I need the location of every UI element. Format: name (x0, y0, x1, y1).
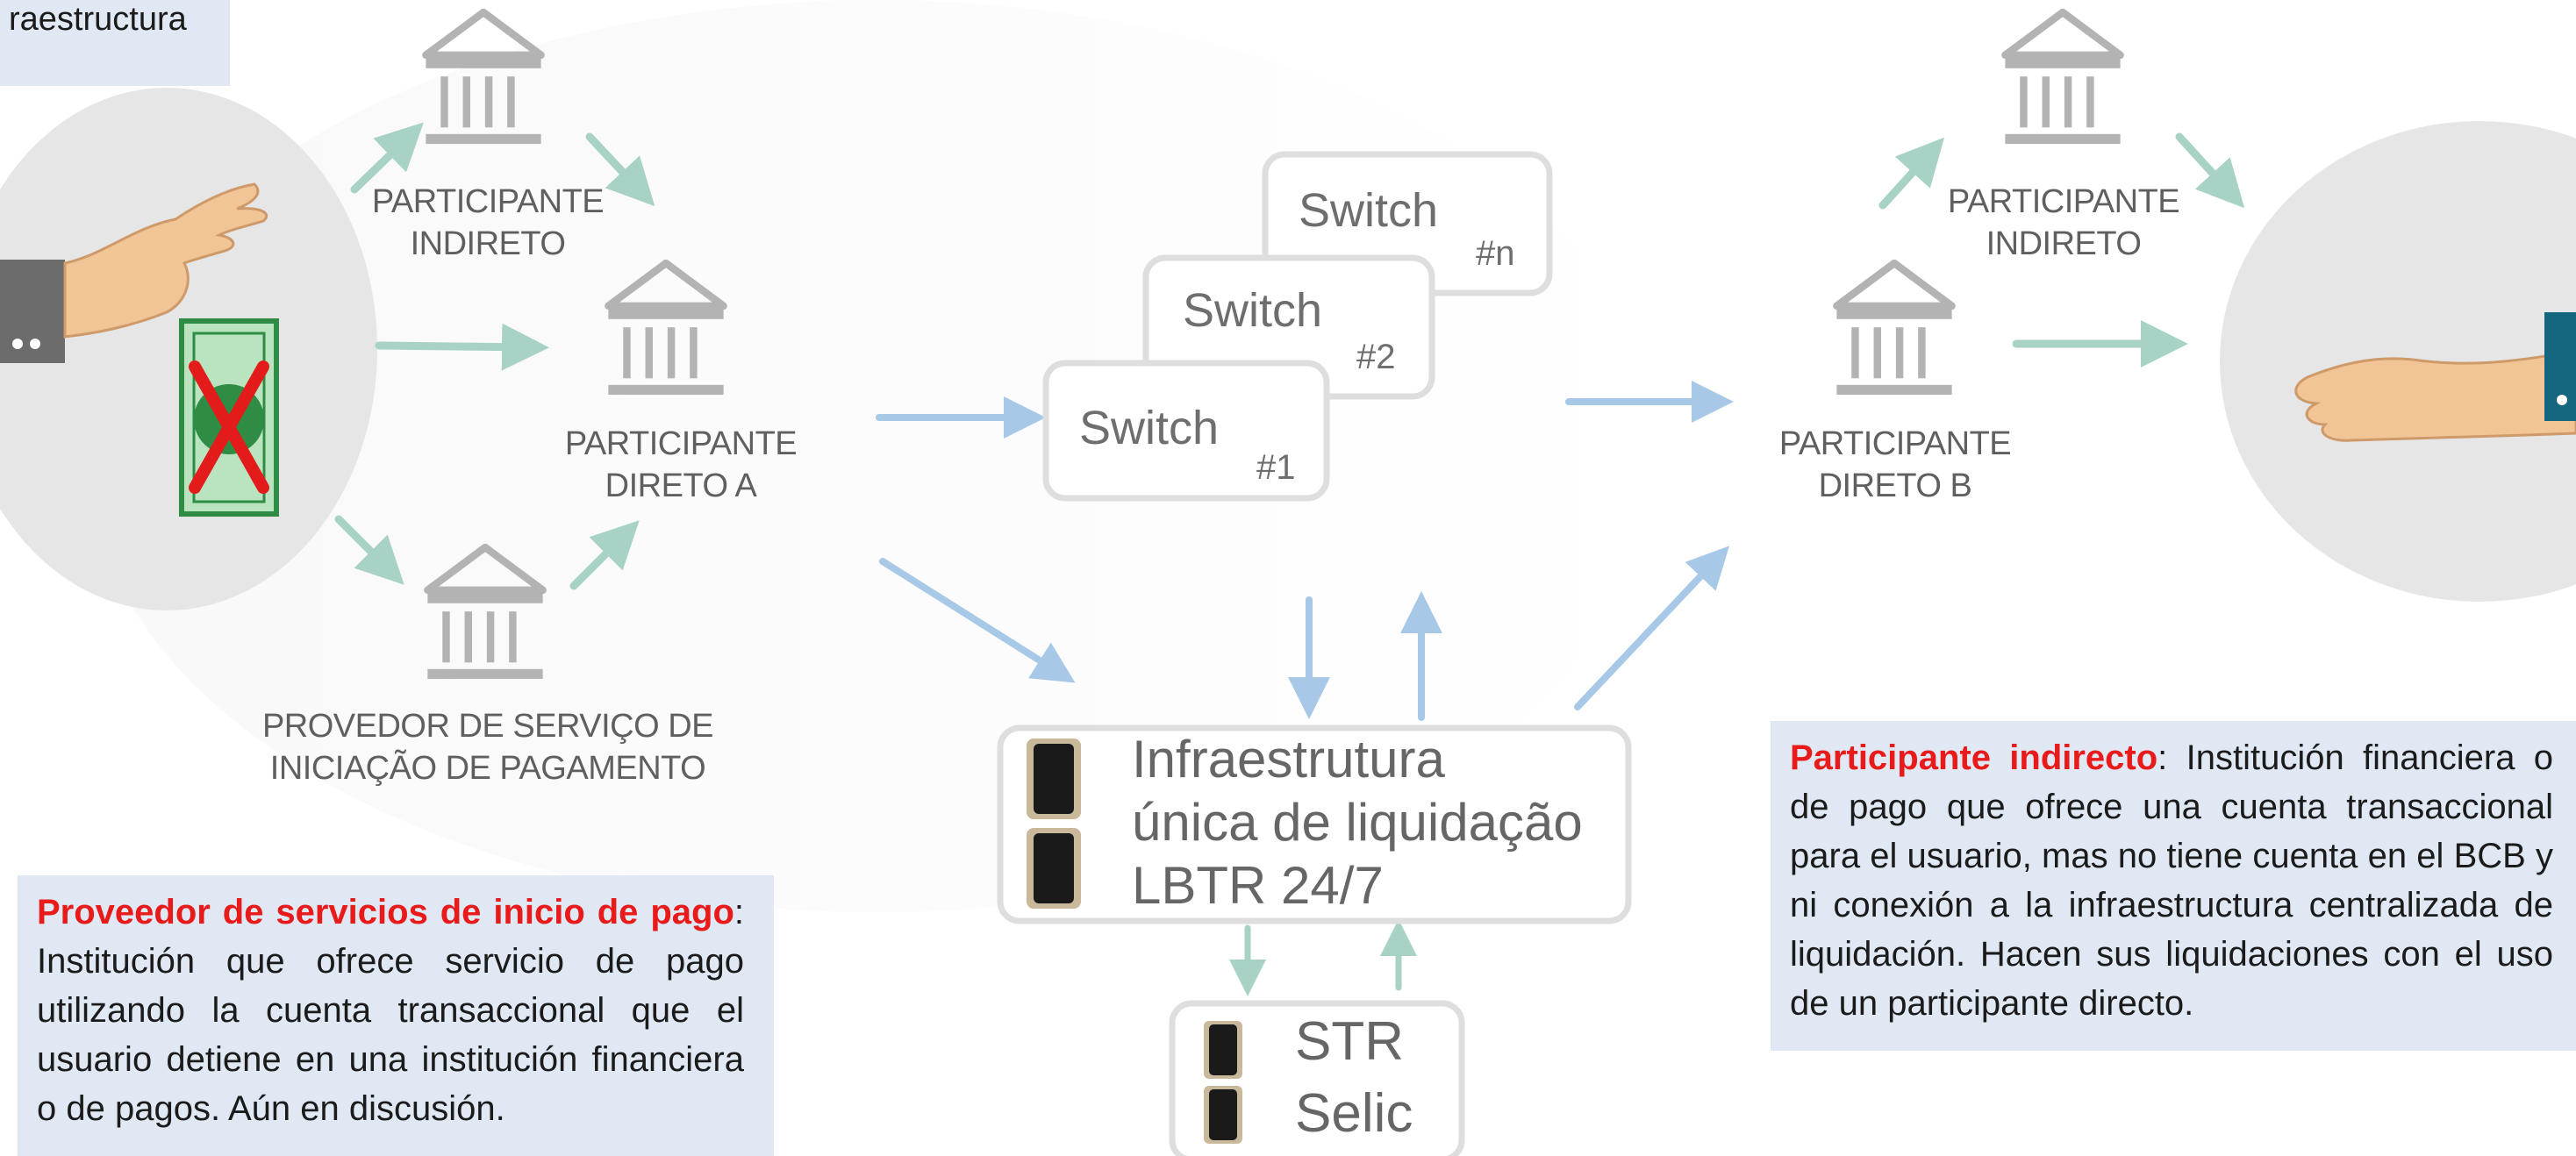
node-participante-direto-a: PARTICIPANTE DIRETO A (523, 423, 839, 507)
node-line: INDIRETO (410, 225, 566, 262)
server-icon (1027, 739, 1081, 909)
node-line: PARTICIPANTE (564, 425, 798, 462)
switch-2-tag: #2 (1356, 338, 1396, 376)
note-indirecto-title: Participante indirecto (1790, 739, 2158, 777)
infra-line2: única de liquidação (1132, 793, 1583, 852)
note-indirecto-body: Institución financiera o de pago que ofr… (1790, 739, 2553, 1023)
note-provedor-body: Institución que ofrece servicio de pago … (37, 942, 744, 1128)
switch-n-label: Switch (1299, 184, 1438, 237)
node-line: PARTICIPANTE (371, 183, 605, 220)
node-provedor: PROVEDOR DE SERVIÇO DE INICIAÇÃO DE PAGA… (242, 705, 733, 789)
hand-icon (63, 182, 268, 339)
switch-1: Switch #1 (1042, 360, 1330, 502)
cross-icon (189, 360, 269, 494)
str-line1: STR (1295, 1011, 1404, 1072)
arrow-infra-to-direto-b (1574, 546, 1729, 710)
arrow-payer-to-indireto (350, 122, 424, 194)
infra-line1: Infraestrutura (1132, 730, 1445, 789)
switch-2-label: Switch (1183, 284, 1322, 337)
infra-line3: LBTR 24/7 (1132, 856, 1384, 915)
note-indirecto-colon: : (2157, 739, 2168, 777)
node-participante-direto-b: PARTICIPANTE DIRETO B (1737, 423, 2053, 507)
arrow-indireto-to-payee (2175, 132, 2245, 209)
node-line: INICIAÇÃO DE PAGAMENTO (269, 750, 706, 787)
arrow-direto-a-to-infra (879, 558, 1076, 683)
note-provedor-title: Proveedor de servicios de inicio de pago (37, 893, 734, 931)
note-participante-indirecto: Participante indirecto: Institución fina… (1771, 721, 2576, 1051)
arrow-direto-b-to-indireto (1878, 137, 1945, 210)
payee-oval (2220, 121, 2576, 602)
node-line: INDIRETO (1986, 225, 2142, 262)
payer-oval (0, 88, 377, 610)
note-provedor: Proveedor de servicios de inicio de pago… (18, 875, 774, 1156)
node-line: PARTICIPANTE (1947, 183, 2180, 220)
arrow-payer-to-provedor (334, 515, 404, 585)
infra-box: Infraestrutura única de liquidação LBTR … (997, 724, 1632, 924)
arrow-payer-to-direto-a (375, 323, 549, 371)
node-line: DIRETO B (1818, 467, 1972, 504)
switch-stack: Switch #n Switch #2 Switch #1 (1042, 151, 1553, 502)
str-line2: Selic (1295, 1083, 1413, 1144)
arrow-provedor-to-direto-a (569, 520, 640, 590)
corner-note: raestructura (0, 0, 230, 86)
node-line: PROVEDOR DE SERVIÇO DE (261, 708, 714, 745)
switch-1-label: Switch (1079, 402, 1219, 454)
node-participante-indireto-left: PARTICIPANTE INDIRETO (330, 181, 646, 265)
note-provedor-colon: : (733, 893, 744, 931)
corner-note-text: raestructura (9, 1, 187, 38)
str-box: STR Selic (1169, 1000, 1465, 1156)
str-server-icon (1204, 1021, 1242, 1144)
node-line: DIRETO A (605, 467, 757, 504)
switch-n-tag: #n (1476, 234, 1515, 273)
switch-1-tag: #1 (1256, 448, 1296, 487)
open-hand-icon (2294, 349, 2576, 442)
node-participante-indireto-right: PARTICIPANTE INDIRETO (1906, 181, 2222, 265)
arrow-indireto-to-direto-a (585, 132, 655, 207)
node-line: PARTICIPANTE (1778, 425, 2012, 462)
